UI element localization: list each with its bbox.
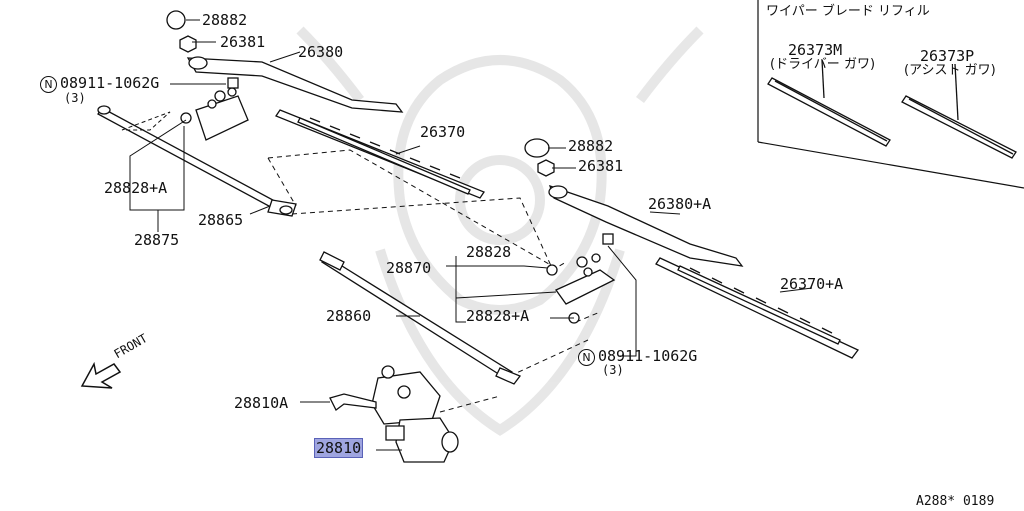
- part-label-blade-right[interactable]: 26370+A: [780, 275, 844, 293]
- dashed-guide-lines: [267, 149, 601, 413]
- front-arrow-icon: [80, 361, 122, 389]
- left-leader-lines: [121, 19, 421, 232]
- part-label-nut-left[interactable]: 26381: [220, 33, 266, 51]
- part-label-motor[interactable]: 28810: [314, 438, 364, 458]
- part-label-blade-left[interactable]: 26370: [420, 123, 466, 141]
- part-label-26373p[interactable]: 26373P: [920, 47, 975, 65]
- part-note-driver: (ドライバー ガワ): [770, 57, 876, 72]
- n-symbol-icon: N: [578, 349, 595, 366]
- part-label-link-main[interactable]: 28860: [326, 307, 372, 325]
- part-label-bush-left[interactable]: 28828+A: [104, 179, 168, 197]
- part-label-arm-left[interactable]: 26380: [298, 43, 344, 61]
- part-note-passenger: (アシスト ガワ): [904, 63, 996, 78]
- right-wiper-blade: [655, 257, 860, 359]
- part-label-cap-left[interactable]: 28882: [202, 11, 248, 29]
- n-symbol-icon: N: [40, 76, 57, 93]
- right-wiper-arm: [524, 138, 744, 267]
- left-wiper-arm: [166, 10, 404, 113]
- left-wiper-blade: [275, 109, 485, 199]
- bolt-left-number: 08911-1062G: [60, 74, 160, 92]
- part-label-cap-right[interactable]: 28882: [568, 137, 614, 155]
- part-label-arm-right[interactable]: 26380+A: [648, 195, 712, 213]
- wiper-motor: [329, 365, 459, 463]
- part-label-26373m[interactable]: 26373M: [788, 41, 843, 59]
- part-qty-bolt-left: (3): [64, 91, 86, 105]
- part-label-motor-bolt[interactable]: 28810A: [234, 394, 289, 412]
- left-pivot: [180, 77, 249, 141]
- part-label-nut-right[interactable]: 26381: [578, 157, 624, 175]
- highlighted-part-number: 28810: [314, 438, 364, 458]
- part-label-link-left[interactable]: 28865: [198, 211, 244, 229]
- refill-box-title: ワイパー ブレード リフィル: [766, 4, 930, 19]
- part-label-bush-right-top[interactable]: 28828: [466, 243, 512, 261]
- refill-blades: [767, 59, 1017, 159]
- part-label-link-assy[interactable]: 28875: [134, 231, 180, 249]
- refill-box: [757, 0, 1024, 189]
- left-link-rod: [97, 105, 297, 217]
- diagram-reference: A288* 0189: [916, 494, 995, 509]
- part-qty-bolt-right: (3): [602, 363, 624, 377]
- part-label-bush-right-bottom[interactable]: 28828+A: [466, 307, 530, 325]
- watermark-crest: [296, 26, 704, 436]
- part-label-link-right-assy[interactable]: 28870: [386, 259, 432, 277]
- right-pivot: [546, 233, 616, 324]
- bolt-right-number: 08911-1062G: [598, 347, 698, 365]
- main-link-rod: [319, 251, 522, 385]
- right-leader-lines: [300, 147, 813, 451]
